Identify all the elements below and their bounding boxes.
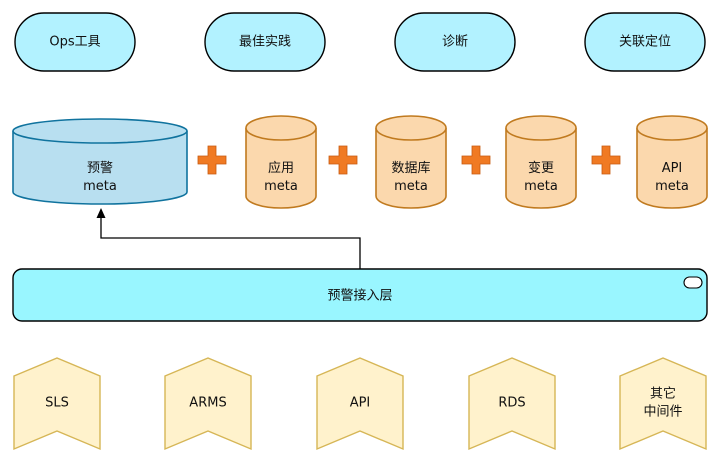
top-pill-ops[interactable]: Ops工具	[14, 12, 136, 72]
top-pill-label: 最佳实践	[239, 35, 291, 50]
plus-icon	[461, 145, 491, 175]
meta-line1: 数据库	[391, 160, 430, 176]
source-pennant-sls[interactable]: SLS	[13, 357, 101, 451]
plus-icon	[328, 145, 358, 175]
alert-access-layer[interactable]: 预警接入层	[12, 268, 708, 322]
meta-line2: meta	[655, 179, 689, 194]
top-pill-best-practice[interactable]: 最佳实践	[204, 12, 326, 72]
meta-cylinder-api[interactable]: API meta	[636, 115, 708, 209]
source-line1: API	[350, 396, 371, 411]
connector-arrow	[96, 208, 361, 269]
meta-cylinder-db[interactable]: 数据库 meta	[375, 115, 447, 209]
meta-line2: meta	[83, 179, 117, 194]
layer-toggle-icon	[683, 276, 703, 289]
source-line1: 其它	[650, 386, 676, 402]
top-pill-label: 关联定位	[619, 35, 671, 50]
plus-icon	[197, 145, 227, 175]
meta-cylinder-change[interactable]: 变更 meta	[505, 115, 577, 209]
top-pill-label: 诊断	[442, 35, 468, 50]
source-line1: SLS	[45, 396, 69, 411]
source-pennant-api[interactable]: API	[316, 357, 404, 451]
meta-line1: API	[662, 161, 683, 176]
source-pennant-arms[interactable]: ARMS	[164, 357, 252, 451]
source-pennant-rds[interactable]: RDS	[468, 357, 556, 451]
source-line2: 中间件	[643, 405, 682, 420]
meta-line1: 预警	[87, 160, 113, 176]
meta-line1: 应用	[268, 160, 294, 176]
layer-label: 预警接入层	[327, 288, 392, 304]
top-pill-diagnosis[interactable]: 诊断	[394, 12, 516, 72]
top-pill-correlation[interactable]: 关联定位	[584, 12, 706, 72]
source-line1: ARMS	[189, 396, 226, 411]
meta-line2: meta	[264, 179, 298, 194]
meta-line2: meta	[524, 179, 558, 194]
plus-icon	[591, 145, 621, 175]
meta-cylinder-app[interactable]: 应用 meta	[245, 115, 317, 209]
meta-cylinder-alert[interactable]: 预警 meta	[12, 118, 188, 205]
top-pill-label: Ops工具	[49, 35, 100, 50]
source-pennant-other-middleware[interactable]: 其它 中间件	[619, 357, 707, 451]
source-line1: RDS	[498, 396, 525, 411]
meta-line1: 变更	[528, 160, 554, 176]
meta-line2: meta	[394, 179, 428, 194]
